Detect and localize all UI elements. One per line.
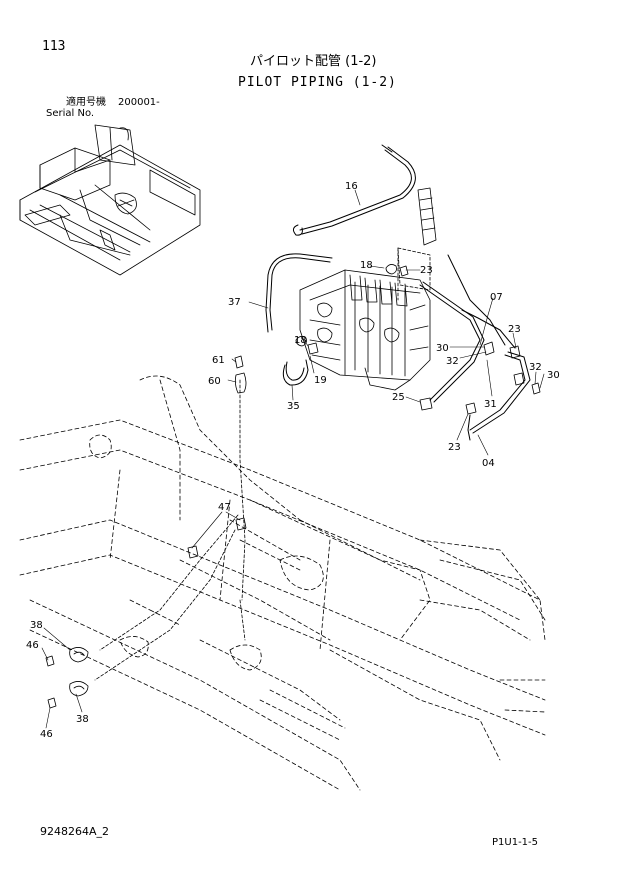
fittings <box>45 264 541 709</box>
callout-61: 61 <box>212 355 225 366</box>
serial-label: Serial No. <box>46 108 95 119</box>
page-number: 113 <box>42 39 66 54</box>
control-valve-assembly <box>299 269 431 391</box>
serial-label-japanese: 適用号機 <box>66 97 106 108</box>
callout-32: 32 <box>446 356 459 367</box>
callout-30: 30 <box>547 370 560 381</box>
machine-overview-thumbnail <box>19 124 201 276</box>
callout-23: 23 <box>420 265 433 276</box>
page-title-japanese: パイロット配管 (1-2) <box>250 54 377 69</box>
callout-25: 25 <box>392 392 405 403</box>
callout-60: 60 <box>208 376 221 387</box>
callout-47: 47 <box>218 502 231 513</box>
chassis-pilot-lines <box>94 379 246 681</box>
callout-04: 04 <box>482 458 495 469</box>
pilot-hoses <box>265 144 531 441</box>
chassis-frame <box>19 375 546 791</box>
pilot-manifold-block <box>397 187 437 301</box>
callout-19: 19 <box>314 375 327 386</box>
callout-16: 16 <box>345 181 358 192</box>
callout-31: 31 <box>484 399 497 410</box>
callout-38: 38 <box>30 620 43 631</box>
callout-46: 46 <box>26 640 39 651</box>
callout-35: 35 <box>287 401 300 412</box>
callout-38: 38 <box>76 714 89 725</box>
leader-lines <box>41 189 545 729</box>
callout-37: 37 <box>228 297 241 308</box>
callout-32: 32 <box>529 362 542 373</box>
callout-labels: 16 18 23 37 07 23 30 32 18 61 19 60 35 2… <box>26 181 560 740</box>
callout-23: 23 <box>448 442 461 453</box>
callout-18: 18 <box>360 260 373 271</box>
page-title: PILOT PIPING (1-2) <box>238 75 397 90</box>
callout-46: 46 <box>40 729 53 740</box>
serial-value: 200001- <box>118 97 160 108</box>
page-reference: P1U1-1-5 <box>492 837 539 848</box>
callout-23: 23 <box>508 324 521 335</box>
drawing-number: 9248264A_2 <box>40 825 110 838</box>
callout-18: 18 <box>294 335 307 346</box>
callout-07: 07 <box>490 292 503 303</box>
callout-30: 30 <box>436 343 449 354</box>
